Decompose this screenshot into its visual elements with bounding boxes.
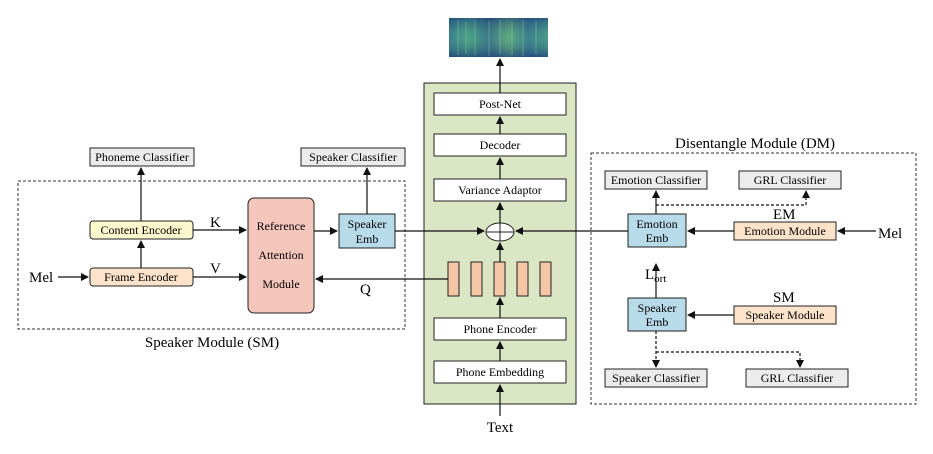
grl-classifier-bottom-box: GRL Classifier [745,368,849,388]
emotion-module-label: Emotion Module [744,224,826,238]
decoder-box: Decoder [433,133,567,157]
dm-arrows [515,190,876,319]
disentangle-module-title: Disentangle Module (DM) [675,136,835,152]
hidden-bar [516,261,529,297]
emotion-classifier-label: Emotion Classifier [611,173,701,187]
hidden-bar [493,261,506,297]
v-label: V [210,261,221,277]
phone-encoder-label: Phone Encoder [464,322,537,336]
lort-main: L [645,267,654,283]
hidden-sequence-bars [447,261,552,297]
text-input-label: Text [487,420,514,436]
dm-speaker-emb-line-1: Speaker [638,301,677,315]
post-net-label: Post-Net [479,97,522,111]
decoder-label: Decoder [480,138,521,152]
emotion-emb-box: Emotion Emb [627,213,687,248]
frame-encoder-label: Frame Encoder [104,270,178,284]
dm-speaker-module-box: Speaker Module [733,305,837,325]
lort-label: Lort [645,267,666,285]
dm-speaker-module-label: Speaker Module [746,308,825,322]
emotion-module-box: Emotion Module [733,221,837,241]
dm-speaker-classifier-label: Speaker Classifier [612,371,700,385]
ref-attention-line-3: Module [262,277,299,291]
sm-arrows [58,167,485,283]
ref-attention-line-2: Attention [258,248,303,262]
frame-encoder-box: Frame Encoder [89,267,194,287]
phoneme-classifier-box: Phoneme Classifier [89,147,195,167]
q-label: Q [360,282,371,298]
post-net-box: Post-Net [433,92,567,116]
sm-speaker-emb-box: Speaker Emb [338,213,396,249]
hidden-bar [539,261,552,297]
content-encoder-box: Content Encoder [89,220,194,240]
k-label: K [210,215,221,231]
phone-encoder-box: Phone Encoder [433,317,567,341]
em-label: EM [773,207,796,223]
disentangle-module-region [590,152,917,405]
sm-mel-input-label: Mel [29,270,53,286]
lort-sub: ort [654,273,666,285]
hidden-bar [447,261,460,297]
dm-dashed-arrows [652,190,810,368]
emotion-emb-line-2: Emb [646,231,669,245]
mel-spectrogram-output [449,18,548,57]
dm-mel-input-label: Mel [878,226,902,242]
grl-classifier-top-box: GRL Classifier [738,170,842,190]
phone-embedding-label: Phone Embedding [456,365,544,379]
phone-embedding-box: Phone Embedding [433,360,567,384]
speaker-module-title: Speaker Module (SM) [145,335,279,351]
emotion-emb-line-1: Emotion [636,217,677,231]
ref-attention-line-1: Reference [257,219,306,233]
dm-speaker-classifier-box: Speaker Classifier [604,368,708,388]
dm-speaker-emb-line-2: Emb [646,315,669,329]
grl-classifier-top-label: GRL Classifier [754,173,827,187]
hidden-bar [470,261,483,297]
sm-speaker-classifier-label: Speaker Classifier [309,150,397,164]
emotion-classifier-box: Emotion Classifier [604,170,708,190]
speaker-module-region [17,180,406,330]
sm-speaker-emb-line-1: Speaker [348,217,387,231]
sm-speaker-emb-line-2: Emb [356,232,379,246]
content-encoder-label: Content Encoder [101,223,182,237]
reference-attention-module-box: Reference Attention Module [247,197,315,314]
phoneme-classifier-label: Phoneme Classifier [95,150,189,164]
dm-speaker-emb-box: Speaker Emb [627,297,687,332]
variance-adaptor-label: Variance Adaptor [458,183,542,197]
sm-speaker-classifier-box: Speaker Classifier [300,147,406,167]
sum-node [485,222,515,242]
variance-adaptor-box: Variance Adaptor [433,178,567,202]
grl-classifier-bottom-label: GRL Classifier [761,371,834,385]
sm-label: SM [773,290,795,306]
